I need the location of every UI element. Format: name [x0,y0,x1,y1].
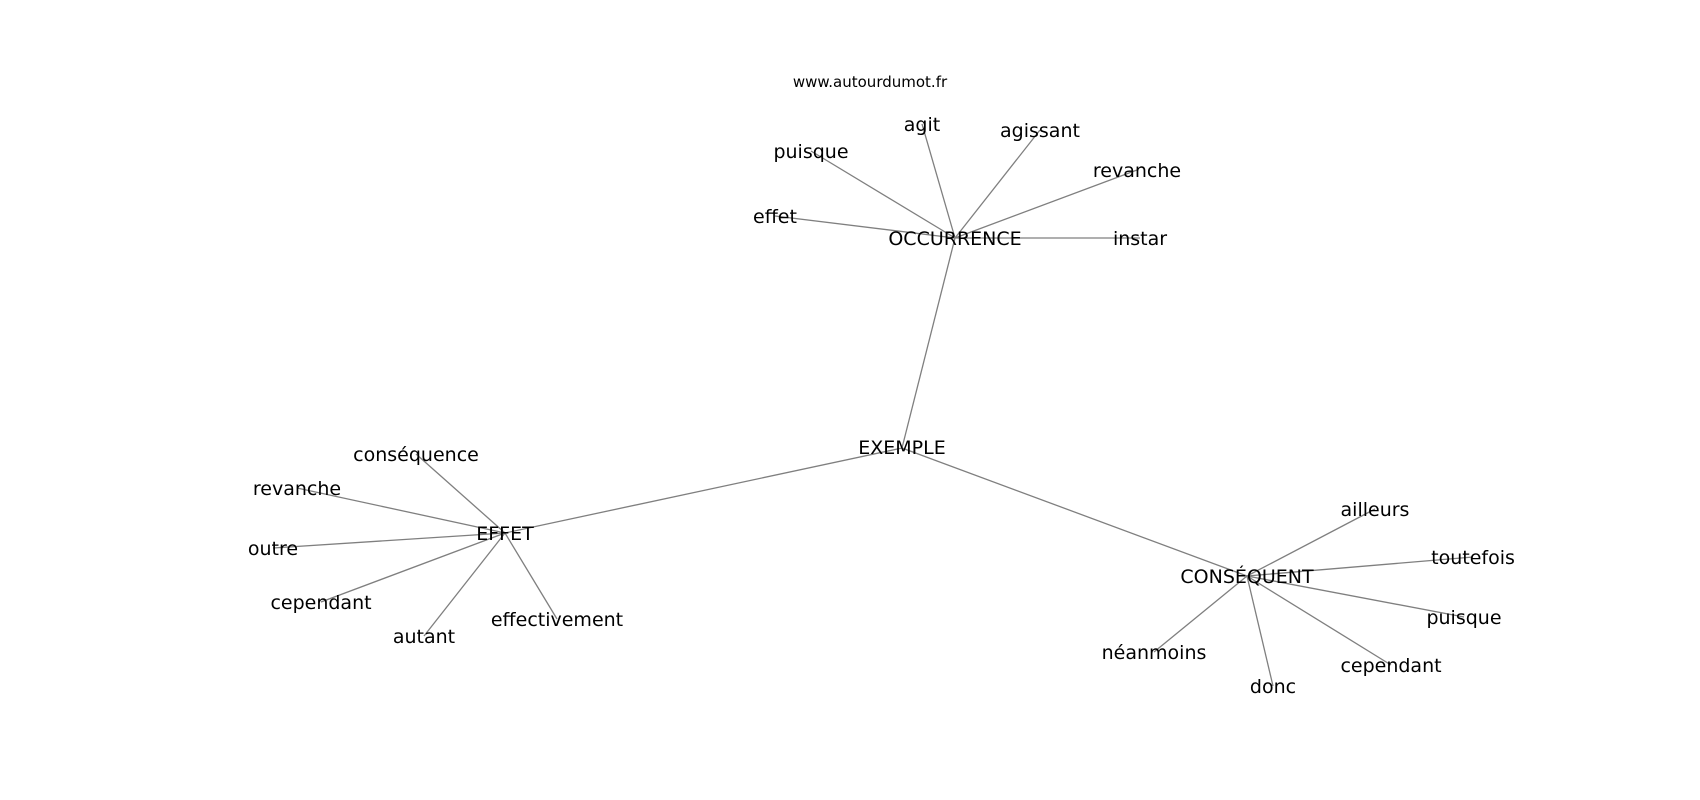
leaf-node-label[interactable]: agit [904,114,940,136]
leaf-node-label[interactable]: agissant [1000,120,1080,142]
leaf-node-label[interactable]: instar [1113,228,1167,250]
edge-hub-to-leaf [921,123,956,239]
edge-hub-to-leaf [1246,556,1474,577]
leaf-node-label[interactable]: conséquence [353,444,479,466]
hub-node-label[interactable]: OCCURRENCE [888,228,1021,250]
edge-hub-to-leaf [504,532,558,620]
leaf-node-label[interactable]: puisque [773,141,848,163]
hub-node-label[interactable]: CONSÉQUENT [1180,565,1314,588]
edge-hub-to-leaf [954,169,1138,239]
leaf-node-label[interactable]: autant [393,626,455,648]
edge-hub-to-leaf [1246,575,1274,687]
leaf-node-label[interactable]: effet [753,206,797,228]
edge-root-to-hub [504,447,903,534]
edge-hub-to-leaf [810,150,956,239]
edge-hub-to-leaf [296,487,506,534]
leaf-node-label[interactable]: effectivement [491,609,623,631]
root-node-label[interactable]: EXEMPLE [858,437,945,459]
edge-hub-to-leaf [954,129,1041,239]
edge-hub-to-leaf [415,453,506,534]
edge-hub-to-leaf [1246,575,1392,666]
edge-hub-to-leaf [1246,508,1376,577]
edges-layer [272,123,1474,687]
edge-hub-to-leaf [320,532,506,603]
edge-hub-to-leaf [1153,575,1248,653]
leaf-node-label[interactable]: cependant [270,592,371,614]
edge-root-to-hub [901,237,956,449]
leaf-node-label[interactable]: puisque [1426,607,1501,629]
leaf-node-label[interactable]: toutefois [1431,547,1515,569]
edge-hub-to-leaf [272,532,506,549]
edge-hub-to-leaf [1246,575,1465,618]
leaf-node-label[interactable]: outre [248,538,298,560]
edge-root-to-hub [901,447,1248,577]
hub-node-label[interactable]: EFFET [476,523,534,545]
leaf-node-label[interactable]: donc [1250,676,1296,698]
watermark-text: www.autourdumot.fr [793,73,948,91]
edge-hub-to-leaf [423,532,506,637]
leaf-node-label[interactable]: revanche [1093,160,1181,182]
leaf-node-label[interactable]: cependant [1340,655,1441,677]
edge-hub-to-leaf [774,215,956,239]
leaf-node-label[interactable]: revanche [253,478,341,500]
leaf-node-label[interactable]: néanmoins [1102,642,1207,664]
labels-layer: www.autourdumot.fr EXEMPLE OCCURRENCE agi… [248,73,1515,698]
leaf-node-label[interactable]: ailleurs [1341,499,1410,521]
